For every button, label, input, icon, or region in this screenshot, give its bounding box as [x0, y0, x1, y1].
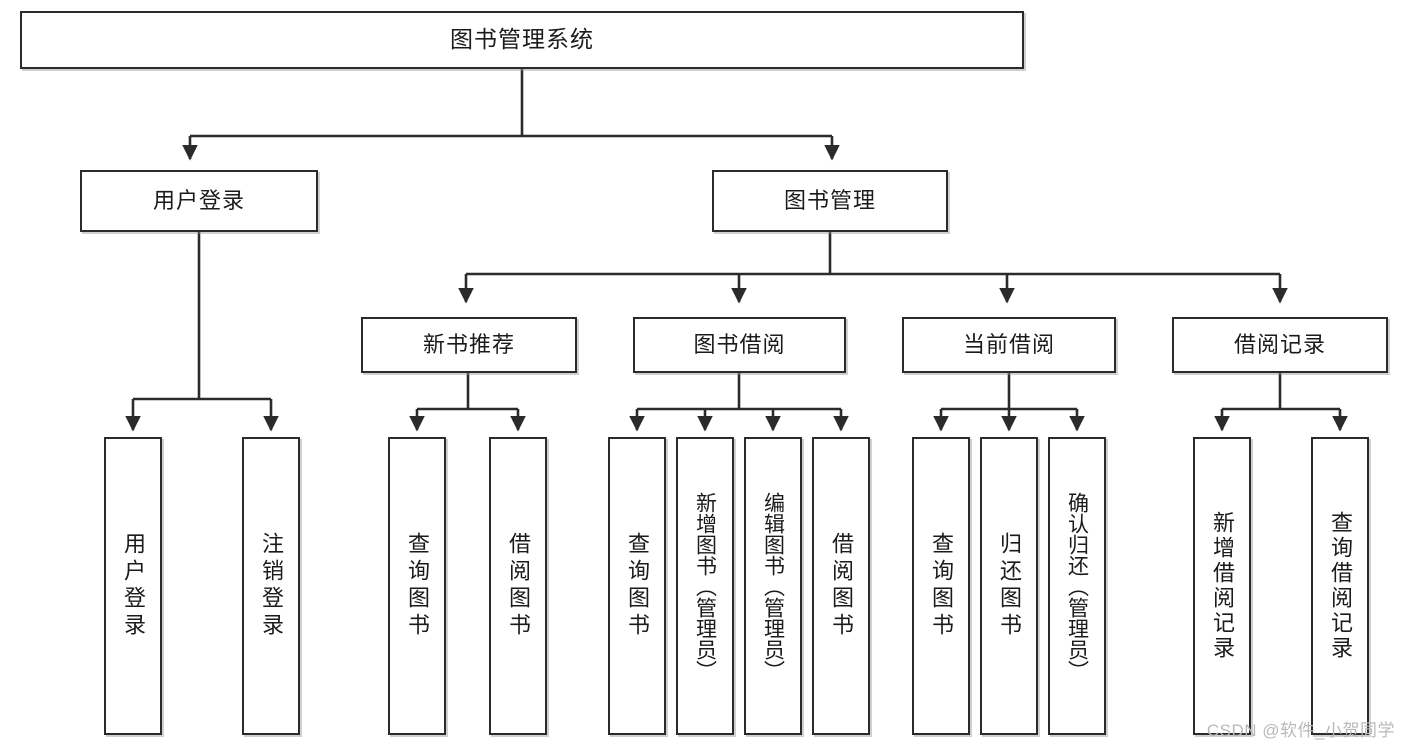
node-leaf-edit-book[interactable]: 编辑图书（管理员） [744, 437, 802, 735]
node-leaf-query-book-2-label: 查询图书 [625, 532, 650, 640]
node-leaf-logout-label: 注销登录 [259, 532, 284, 640]
node-current-borrow-label: 当前借阅 [962, 331, 1055, 357]
node-user-login-label: 用户登录 [152, 187, 245, 213]
node-leaf-borrow-book-2[interactable]: 借阅图书 [812, 437, 870, 735]
node-new-book-recommend[interactable]: 新书推荐 [361, 317, 577, 373]
node-leaf-query-book-3[interactable]: 查询图书 [912, 437, 970, 735]
node-leaf-query-book-2[interactable]: 查询图书 [608, 437, 666, 735]
node-leaf-query-book-3-label: 查询图书 [929, 532, 954, 640]
node-leaf-add-record-label: 新增借阅记录 [1210, 511, 1235, 661]
node-book-manage[interactable]: 图书管理 [712, 170, 948, 232]
node-leaf-confirm-return[interactable]: 确认归还（管理员） [1048, 437, 1106, 735]
node-leaf-borrow-book-1-label: 借阅图书 [506, 532, 531, 640]
node-new-book-recommend-label: 新书推荐 [422, 331, 515, 357]
node-leaf-query-record[interactable]: 查询借阅记录 [1311, 437, 1369, 735]
node-leaf-edit-book-label: 编辑图书（管理员） [761, 491, 785, 681]
node-leaf-add-book-label: 新增图书（管理员） [693, 491, 717, 681]
node-borrow-record[interactable]: 借阅记录 [1172, 317, 1388, 373]
node-leaf-user-login[interactable]: 用户登录 [104, 437, 162, 735]
node-leaf-query-book-1[interactable]: 查询图书 [388, 437, 446, 735]
node-leaf-return-book-label: 归还图书 [997, 532, 1022, 640]
node-leaf-logout[interactable]: 注销登录 [242, 437, 300, 735]
node-leaf-query-book-1-label: 查询图书 [405, 532, 430, 640]
node-leaf-query-record-label: 查询借阅记录 [1328, 511, 1353, 661]
node-leaf-borrow-book-1[interactable]: 借阅图书 [489, 437, 547, 735]
node-leaf-borrow-book-2-label: 借阅图书 [829, 532, 854, 640]
node-borrow-record-label: 借阅记录 [1233, 331, 1326, 357]
node-leaf-user-login-label: 用户登录 [121, 532, 146, 640]
node-book-borrow-label: 图书借阅 [693, 331, 786, 357]
node-leaf-confirm-return-label: 确认归还（管理员） [1065, 491, 1089, 681]
node-leaf-return-book[interactable]: 归还图书 [980, 437, 1038, 735]
watermark: CSDN @软件_小贺同学 [1206, 721, 1395, 740]
node-root[interactable]: 图书管理系统 [20, 11, 1024, 69]
node-book-borrow[interactable]: 图书借阅 [633, 317, 846, 373]
node-book-manage-label: 图书管理 [783, 187, 876, 213]
node-root-label: 图书管理系统 [450, 26, 594, 53]
node-leaf-add-record[interactable]: 新增借阅记录 [1193, 437, 1251, 735]
node-user-login[interactable]: 用户登录 [80, 170, 318, 232]
node-current-borrow[interactable]: 当前借阅 [902, 317, 1116, 373]
node-leaf-add-book[interactable]: 新增图书（管理员） [676, 437, 734, 735]
